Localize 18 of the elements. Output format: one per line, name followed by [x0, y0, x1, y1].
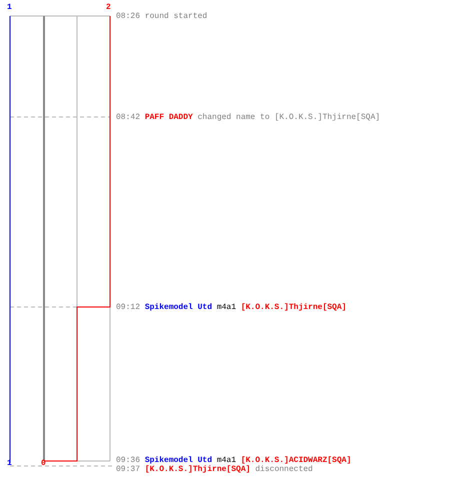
- event-text: disconnected: [255, 465, 313, 474]
- weapon-name: m4a1: [216, 456, 236, 465]
- player-name: [K.O.K.S.]Thjirne[SQA]: [144, 465, 250, 474]
- weapon-name: m4a1: [216, 303, 236, 312]
- timestamp: 08:26: [116, 12, 140, 21]
- player-name: PAFF DADDY: [144, 113, 193, 122]
- timestamp: 09:36: [116, 456, 140, 465]
- event-text: changed name to [K.O.K.S.]Thjirne[SQA]: [198, 113, 380, 122]
- player-name: [K.O.K.S.]ACIDWARZ[SQA]: [240, 456, 352, 465]
- timestamp: 09:37: [116, 465, 140, 474]
- team-score: 2: [106, 3, 111, 12]
- event-text: round started: [144, 12, 208, 21]
- player-name: Spikemodel Utd: [144, 456, 212, 465]
- timestamp: 09:12: [116, 303, 140, 312]
- timestamp: 08:42: [116, 113, 140, 122]
- team-score: 1: [7, 3, 12, 12]
- player-name: [K.O.K.S.]Thjirne[SQA]: [240, 303, 346, 312]
- player-name: Spikemodel Utd: [144, 303, 212, 312]
